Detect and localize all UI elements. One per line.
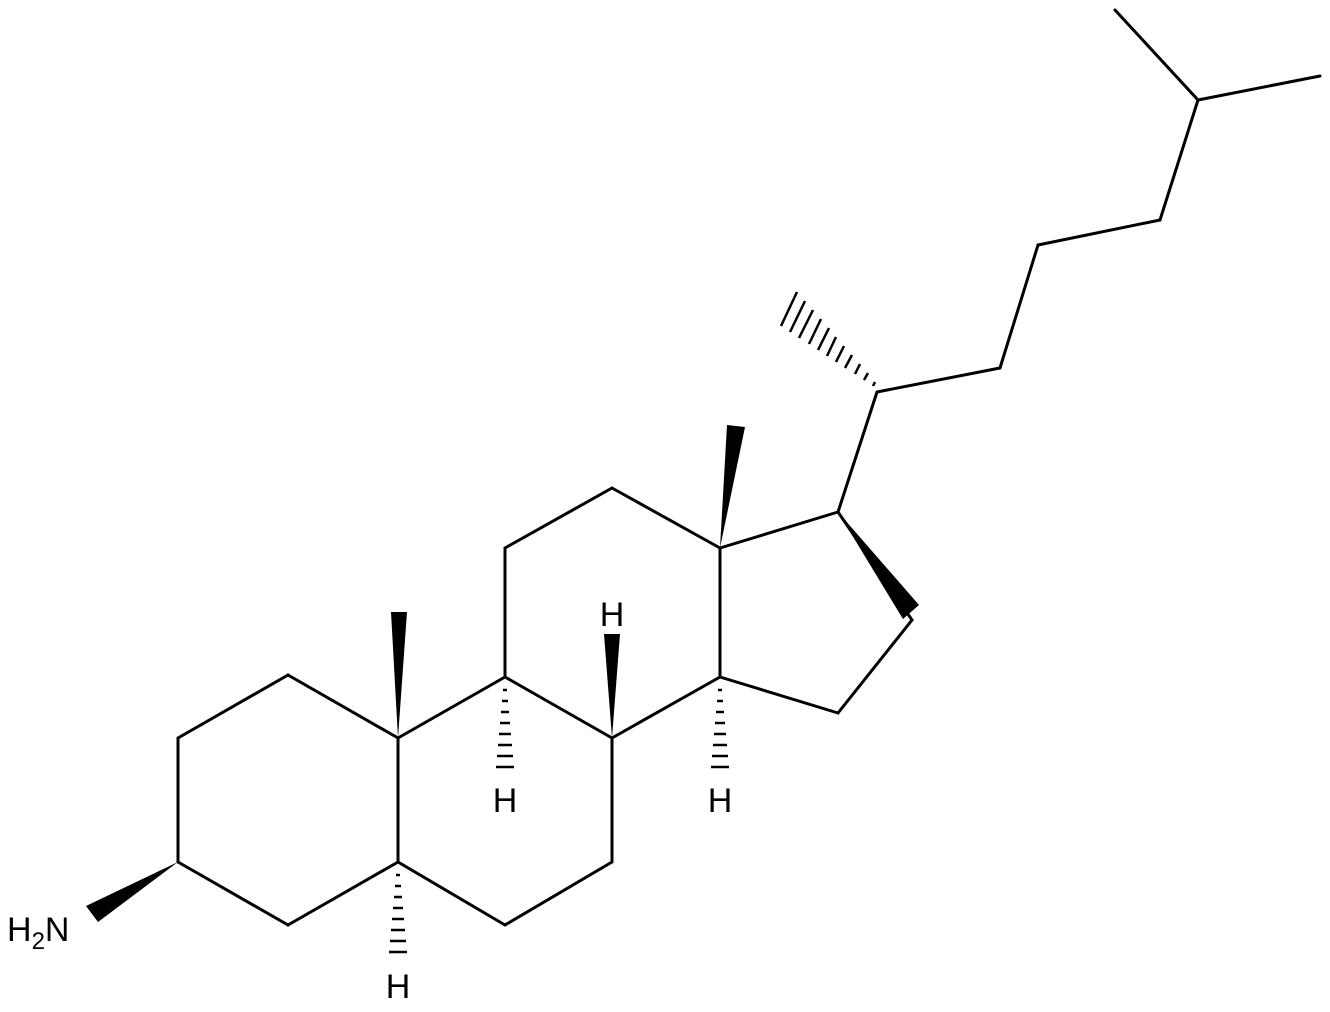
hash-bond-c20-methyl	[779, 291, 877, 387]
bond	[503, 860, 614, 927]
bond	[1113, 8, 1200, 102]
amine-n: N	[45, 911, 70, 949]
bond	[1158, 98, 1200, 222]
hydrogen-label-c8: H	[600, 596, 625, 634]
bond	[610, 675, 722, 740]
bond	[1036, 218, 1162, 247]
hydrogen-label-c9: H	[493, 782, 518, 820]
side-chain	[836, 8, 1322, 514]
hash-bond-c9-h	[496, 688, 514, 769]
ring-a	[176, 673, 400, 927]
hash-bond-c5-h	[389, 873, 407, 954]
bond	[610, 486, 722, 550]
bond	[286, 860, 400, 927]
wedge-bond-c3-n	[86, 862, 178, 922]
wedge-bond-c13-methyl	[720, 425, 745, 548]
amine-h: H	[7, 911, 32, 949]
bond	[718, 510, 840, 550]
bond	[503, 486, 614, 550]
amine-label: H2N	[7, 911, 69, 955]
hydrogen-label-c5: H	[386, 968, 411, 1006]
ring-c	[503, 486, 722, 740]
ring-d	[718, 510, 914, 715]
bond	[836, 618, 914, 715]
ring-b	[396, 675, 614, 927]
bond	[1196, 74, 1322, 102]
bond	[836, 390, 879, 514]
bond	[998, 243, 1040, 370]
bond	[176, 673, 290, 740]
bond	[503, 675, 614, 740]
bond	[718, 675, 840, 715]
bond	[286, 673, 400, 740]
hydrogen-label-c14: H	[708, 782, 733, 820]
wedge-bond-c10-methyl	[391, 612, 407, 738]
hash-bond-c14-h	[711, 688, 729, 769]
bond	[396, 860, 507, 927]
bond	[176, 860, 290, 927]
bond	[396, 675, 507, 740]
wedge-bond-c8-h	[604, 634, 620, 738]
wedge-bond-c17-c16	[838, 512, 919, 619]
bond	[875, 366, 1002, 394]
amine-subscript: 2	[32, 928, 45, 955]
